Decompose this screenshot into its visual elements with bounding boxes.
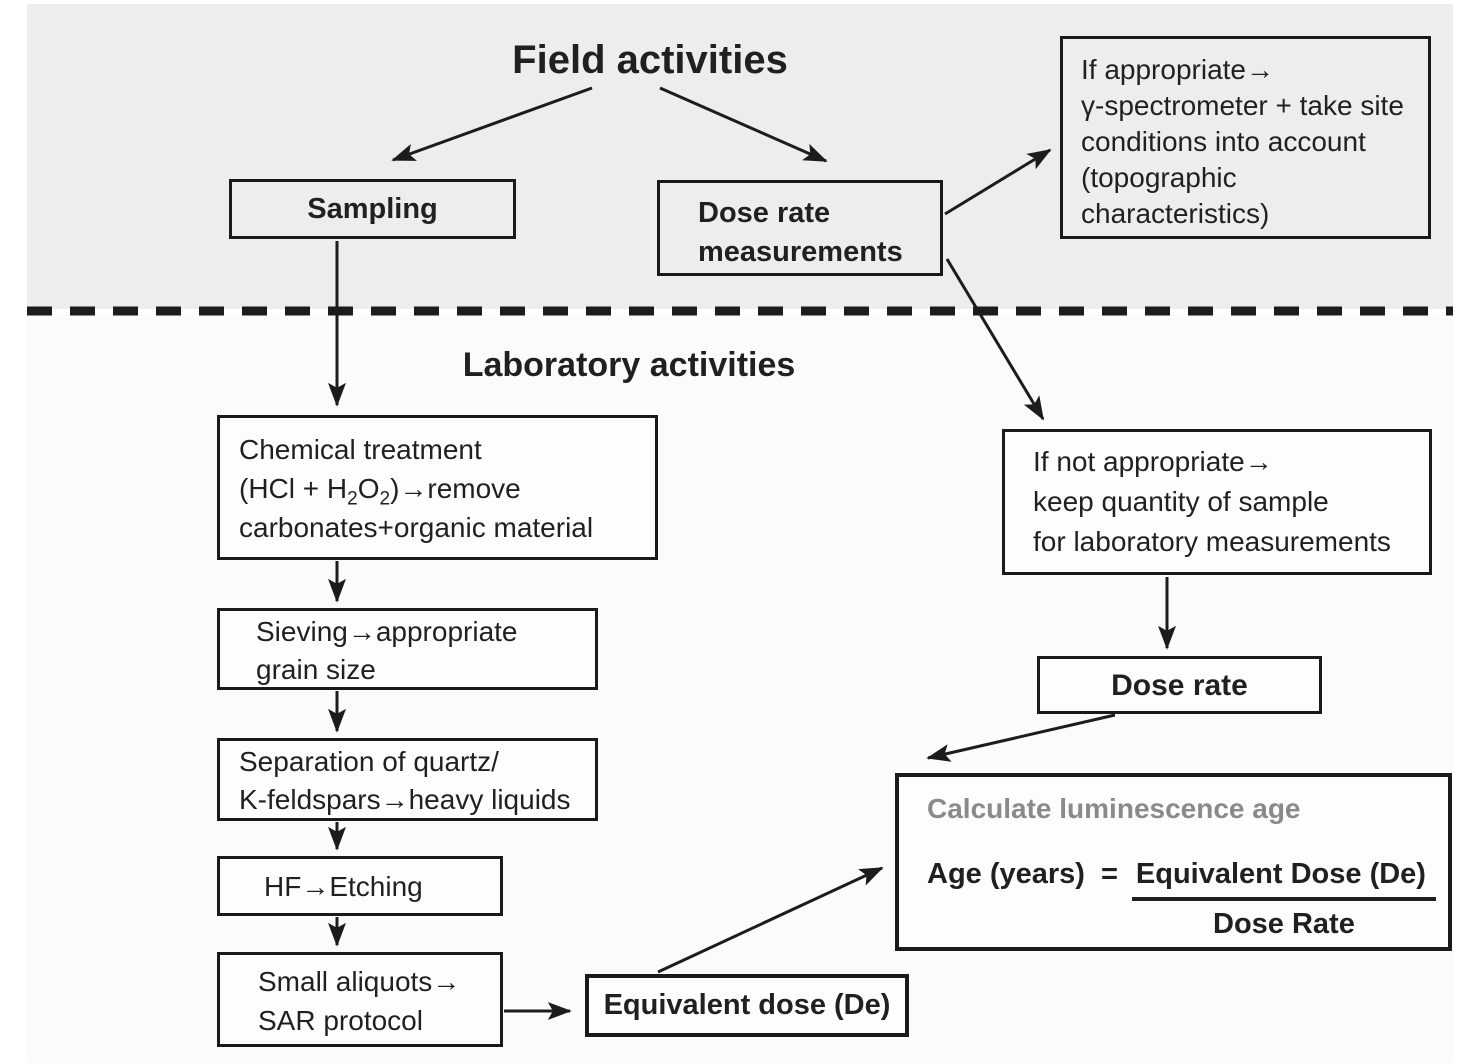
- sampling-label: Sampling: [307, 192, 438, 225]
- dose-rate-measurements-line2: measurements: [698, 236, 903, 268]
- dose-rate-label: Dose rate: [1111, 668, 1248, 702]
- chemical-treatment-formula-line: (HCl + H2O2)→remove: [239, 469, 655, 510]
- if-appropriate-line5: characteristics): [1081, 198, 1270, 229]
- if-not-appropriate-box: If not appropriate→ keep quantity of sam…: [1002, 429, 1432, 575]
- formula-mid: O: [357, 473, 380, 504]
- formula-prefix: (HCl + H: [239, 473, 348, 504]
- if-appropriate-line4: (topographic: [1081, 162, 1237, 193]
- chemical-treatment-line3: carbonates+organic material: [239, 512, 594, 543]
- formula-suffix: )→remove: [390, 473, 521, 504]
- separation-line1: Separation of quartz/: [239, 746, 499, 777]
- small-aliquots-line1: Small aliquots→: [258, 966, 461, 997]
- if-appropriate-box: If appropriate→ γ-spectrometer + take si…: [1060, 36, 1431, 239]
- laboratory-activities-title: Laboratory activities: [462, 346, 796, 384]
- if-appropriate-line1: If appropriate→: [1081, 54, 1274, 85]
- age-years-label: Age (years): [927, 858, 1085, 890]
- dose-rate-measurements-line1: Dose rate: [698, 197, 831, 229]
- hf-etching-label: HF→Etching: [264, 870, 423, 902]
- sieving-box: Sieving→appropriate grain size: [217, 608, 598, 690]
- field-activities-title: Field activities: [512, 38, 788, 82]
- small-aliquots-box: Small aliquots→ SAR protocol: [217, 952, 503, 1047]
- sampling-box: Sampling: [229, 179, 516, 239]
- age-formula: Age (years) = Equivalent Dose (De) Dose …: [927, 859, 1436, 939]
- separation-line2: K-feldspars→heavy liquids: [239, 784, 571, 815]
- calculate-luminescence-age-box: Calculate luminescence age Age (years) =…: [895, 773, 1452, 951]
- fraction-numerator: Equivalent Dose (De): [1131, 859, 1436, 901]
- chemical-treatment-line1: Chemical treatment: [239, 434, 482, 465]
- if-appropriate-line3: conditions into account: [1081, 126, 1366, 157]
- equals-sign: =: [1100, 858, 1118, 890]
- dose-rate-box: Dose rate: [1037, 656, 1322, 714]
- age-fraction: Equivalent Dose (De) Dose Rate: [1131, 859, 1436, 940]
- chemical-treatment-box: Chemical treatment (HCl + H2O2)→remove c…: [217, 415, 658, 560]
- fraction-denominator: Dose Rate: [1213, 908, 1355, 940]
- if-not-appropriate-line3: for laboratory measurements: [1033, 526, 1391, 557]
- separation-box: Separation of quartz/ K-feldspars→heavy …: [217, 738, 598, 821]
- if-appropriate-line2: γ-spectrometer + take site: [1081, 90, 1404, 121]
- equivalent-dose-label: Equivalent dose (De): [603, 989, 891, 1021]
- dose-rate-measurements-box: Dose rate measurements: [657, 180, 943, 276]
- calculate-age-title: Calculate luminescence age: [927, 793, 1301, 824]
- sieving-line1: Sieving→appropriate: [256, 616, 518, 647]
- if-not-appropriate-line1: If not appropriate→: [1033, 446, 1273, 477]
- hf-etching-box: HF→Etching: [217, 856, 503, 916]
- small-aliquots-line2: SAR protocol: [258, 1005, 423, 1036]
- equivalent-dose-box: Equivalent dose (De): [585, 974, 909, 1037]
- formula-subscript-2: 2: [379, 488, 391, 510]
- sieving-line2: grain size: [256, 654, 376, 685]
- if-not-appropriate-line2: keep quantity of sample: [1033, 486, 1329, 517]
- formula-subscript-1: 2: [347, 488, 358, 510]
